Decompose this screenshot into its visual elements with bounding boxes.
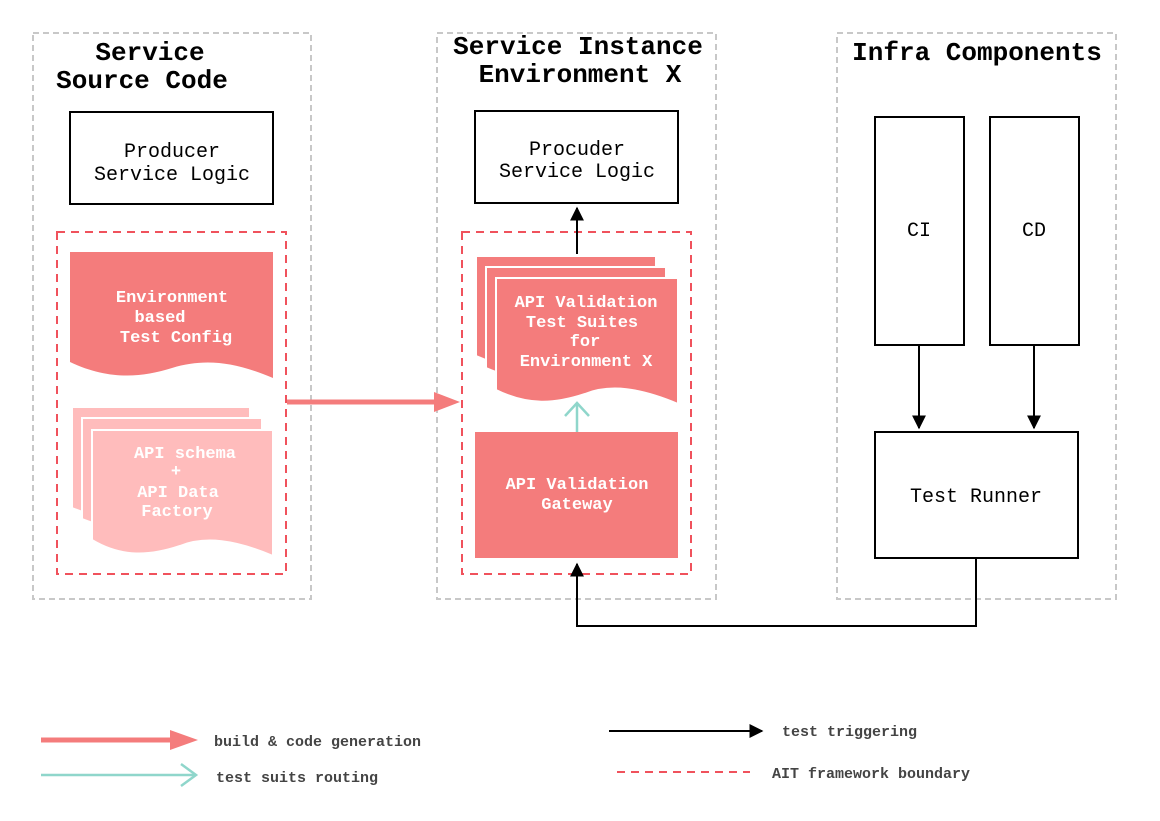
schema-line1: API schema [134, 445, 236, 464]
gateway-to-suites-routing-arrow [564, 401, 590, 432]
api-schema-document-stack [71, 406, 274, 558]
test-runner-box [874, 431, 1079, 559]
gateway-line1: API Validation [506, 476, 649, 495]
cd-label: CD [1022, 220, 1046, 243]
legend-routing-label: test suits routing [216, 770, 378, 787]
legend-routing-arrow [41, 762, 199, 788]
ait-boundary-source [56, 231, 287, 575]
test-suites-document-stack [475, 255, 679, 406]
schema-line4: Factory [141, 503, 212, 522]
ci-label: CI [907, 220, 931, 243]
producer-box-line2: Service Logic [94, 164, 250, 187]
producer-service-logic-box [69, 111, 274, 205]
producer-box-line1: Producer [124, 141, 220, 164]
legend-trigger-label: test triggering [782, 724, 917, 741]
suites-line1: API Validation [515, 294, 658, 313]
test-runner-label: Test Runner [910, 486, 1042, 509]
source-title-line2: Source Code [56, 66, 228, 96]
schema-line3: API Data [137, 484, 219, 503]
api-validation-gateway-box [475, 432, 678, 558]
source-code-container [32, 32, 312, 600]
legend-build-label: build & code generation [214, 734, 421, 751]
procuder-box-line2: Service Logic [499, 161, 655, 184]
instance-title-line2: Environment X [479, 60, 682, 90]
runner-to-gateway-arrow [570, 558, 977, 627]
build-codegen-arrow [287, 392, 460, 412]
suites-line4: Environment X [520, 353, 653, 372]
legend-boundary-label: AIT framework boundary [772, 766, 970, 783]
legend: build & code generation test suits routi… [41, 724, 970, 788]
env-config-line3: Test Config [120, 329, 232, 348]
env-test-config-document [70, 252, 273, 378]
procuder-service-logic-box [474, 110, 679, 204]
source-title-line1: Service [95, 38, 204, 68]
env-config-line2: based [134, 309, 185, 328]
legend-build-arrow [41, 730, 198, 750]
infra-title: Infra Components [852, 38, 1102, 68]
gateway-line2: Gateway [541, 496, 612, 515]
instance-title-line1: Service Instance [453, 32, 703, 62]
cd-box [989, 116, 1080, 346]
procuder-box-line1: Procuder [529, 139, 625, 162]
env-config-line1: Environment [116, 289, 228, 308]
schema-line2: + [171, 463, 181, 482]
suites-line3: for [570, 333, 601, 352]
suites-line2: Test Suites [526, 314, 638, 333]
